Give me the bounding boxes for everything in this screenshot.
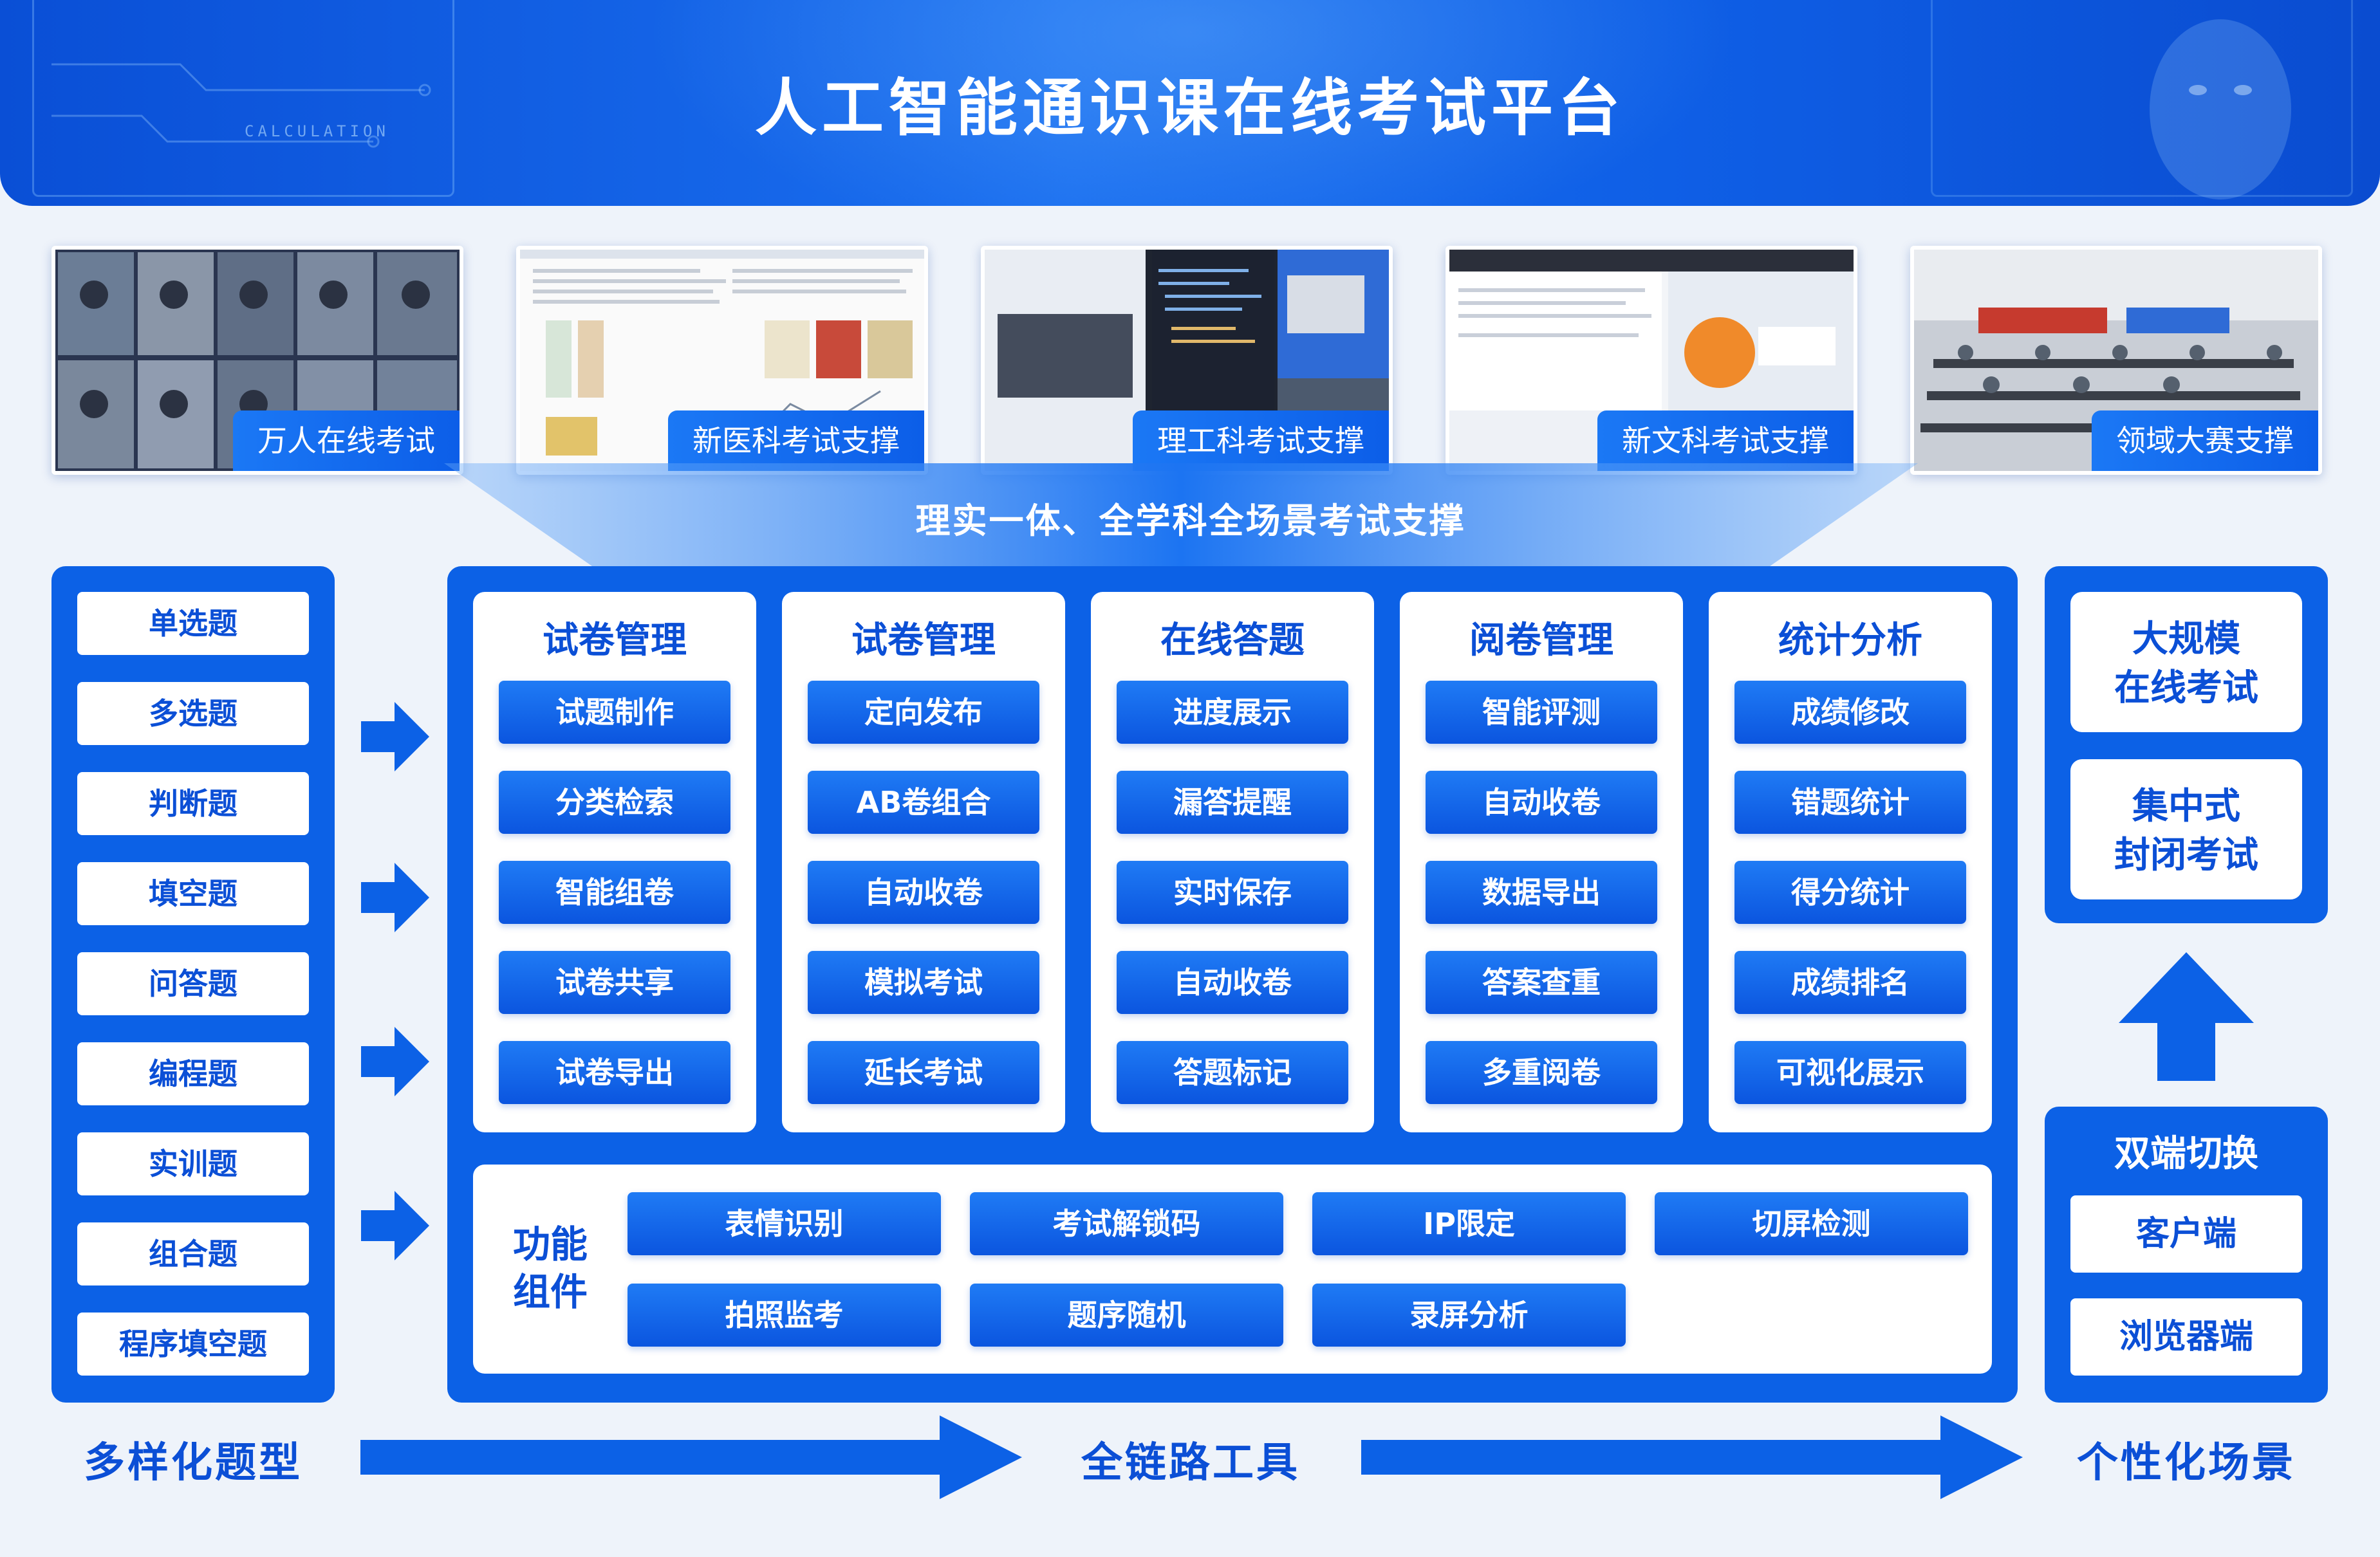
module-item-button[interactable]: 答案查重	[1426, 951, 1657, 1014]
question-type-item[interactable]: 单选题	[77, 592, 309, 655]
question-type-item[interactable]: 组合题	[77, 1222, 309, 1285]
scenario-line1: 大规模	[2132, 618, 2240, 660]
module-item-button[interactable]: 分类检索	[499, 771, 730, 834]
module-item-button[interactable]: 自动收卷	[1117, 951, 1348, 1014]
scenario-large-scale[interactable]: 大规模 在线考试	[2070, 592, 2302, 732]
function-component-button[interactable]: 题序随机	[970, 1284, 1283, 1347]
arrow-up-icon	[2119, 952, 2254, 1081]
function-label: 功能 组件	[489, 1221, 611, 1316]
module-item-button[interactable]: 试卷导出	[499, 1041, 730, 1104]
module-item-button[interactable]: 实时保存	[1117, 861, 1348, 924]
function-component-button[interactable]: 拍照监考	[628, 1284, 941, 1347]
bottom-label-scenarios: 个性化场景	[2077, 1439, 2296, 1487]
module-title: 试卷管理	[851, 620, 996, 661]
scenario-line2: 封闭考试	[2114, 834, 2258, 876]
scenario-line2: 在线考试	[2114, 667, 2258, 709]
photo-label: 领域大赛支撑	[2092, 410, 2318, 471]
module-item-button[interactable]: 试题制作	[499, 681, 730, 744]
header-banner: CALCULATION	[0, 0, 2380, 206]
module-item-button[interactable]: 智能评测	[1426, 681, 1657, 744]
module-item-button[interactable]: 定向发布	[808, 681, 1039, 744]
module-item-button[interactable]: 得分统计	[1734, 861, 1966, 924]
function-component-button[interactable]: IP限定	[1312, 1192, 1626, 1255]
module-item-button[interactable]: 漏答提醒	[1117, 771, 1348, 834]
module-item-button[interactable]: 进度展示	[1117, 681, 1348, 744]
module-item-button[interactable]: 错题统计	[1734, 771, 1966, 834]
module-item-button[interactable]: AB卷组合	[808, 771, 1039, 834]
arrow-right-icon	[361, 702, 429, 771]
projection-fan-shape	[444, 463, 1918, 566]
bottom-label-question-types: 多样化题型	[84, 1439, 302, 1487]
module-item-button[interactable]: 成绩修改	[1734, 681, 1966, 744]
arrow-right-icon	[361, 1027, 429, 1096]
photo-label: 理工科考试支撑	[1133, 410, 1389, 471]
exam-ui-screenshot-icon	[1449, 250, 1854, 471]
module-item-button[interactable]: 试卷共享	[499, 951, 730, 1014]
module-title: 统计分析	[1778, 620, 1922, 661]
long-arrow-right-icon	[360, 1415, 1022, 1499]
photo-label: 新医科考试支撑	[668, 410, 924, 471]
module-item-button[interactable]: 自动收卷	[808, 861, 1039, 924]
module-item-button[interactable]: 答题标记	[1117, 1041, 1348, 1104]
watermark-text: CALCULATION	[245, 122, 389, 140]
photo-label: 新文科考试支撑	[1597, 410, 1854, 471]
module-item-button[interactable]: 可视化展示	[1734, 1041, 1966, 1104]
page-title: 人工智能通识课在线考试平台	[755, 72, 1625, 144]
function-component-button[interactable]: 录屏分析	[1312, 1284, 1626, 1347]
question-type-item[interactable]: 问答题	[77, 952, 309, 1015]
module-item-button[interactable]: 自动收卷	[1426, 771, 1657, 834]
photo-competition: 领域大赛支撑	[1910, 246, 2322, 475]
function-component-button[interactable]: 考试解锁码	[970, 1192, 1283, 1255]
question-type-item[interactable]: 判断题	[77, 772, 309, 835]
question-type-item[interactable]: 编程题	[77, 1042, 309, 1105]
client-button[interactable]: 客户端	[2070, 1195, 2302, 1273]
question-type-item[interactable]: 实训题	[77, 1132, 309, 1195]
subtitle: 理实一体、全学科全场景考试支撑	[915, 501, 1466, 541]
bottom-label-toolchain: 全链路工具	[1081, 1439, 1300, 1487]
function-component-button[interactable]: 切屏检测	[1655, 1192, 1968, 1255]
arrow-right-icon	[361, 863, 429, 932]
question-type-item[interactable]: 程序填空题	[77, 1313, 309, 1376]
module-item-button[interactable]: 智能组卷	[499, 861, 730, 924]
module-title: 在线答题	[1160, 620, 1305, 661]
switch-title: 双端切换	[2114, 1133, 2258, 1175]
scenario-line1: 集中式	[2132, 786, 2240, 827]
photo-engineering-exam: 理工科考试支撑	[981, 246, 1393, 475]
photo-label: 万人在线考试	[233, 410, 460, 471]
module-item-button[interactable]: 延长考试	[808, 1041, 1039, 1104]
function-label-line2: 组件	[512, 1270, 588, 1314]
module-item-button[interactable]: 成绩排名	[1734, 951, 1966, 1014]
module-item-button[interactable]: 数据导出	[1426, 861, 1657, 924]
question-type-item[interactable]: 填空题	[77, 862, 309, 925]
circuit-decoration-icon	[51, 63, 431, 148]
question-type-item[interactable]: 多选题	[77, 682, 309, 745]
module-item-button[interactable]: 模拟考试	[808, 951, 1039, 1014]
function-label-line1: 功能	[512, 1222, 588, 1266]
browser-button[interactable]: 浏览器端	[2070, 1298, 2302, 1376]
photo-medical-exam: 新医科考试支撑	[516, 246, 928, 475]
scenario-closed-exam[interactable]: 集中式 封闭考试	[2070, 759, 2302, 899]
module-title: 试卷管理	[543, 620, 687, 661]
arrow-right-icon	[361, 1191, 429, 1260]
photo-humanities-exam: 新文科考试支撑	[1446, 246, 1857, 475]
robot-face-icon	[2150, 19, 2291, 199]
exam-hall-photo-icon	[1914, 250, 2318, 432]
long-arrow-right-icon	[1361, 1415, 2023, 1499]
function-component-button[interactable]: 表情识别	[628, 1192, 941, 1255]
photo-online-exam: 万人在线考试	[51, 246, 463, 475]
module-title: 阅卷管理	[1469, 620, 1613, 661]
module-item-button[interactable]: 多重阅卷	[1426, 1041, 1657, 1104]
